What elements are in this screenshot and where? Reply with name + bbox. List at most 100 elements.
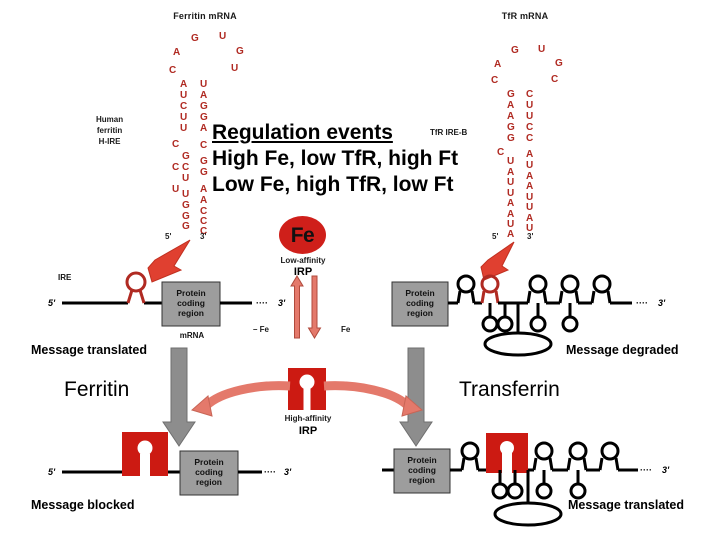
nt-tfr-left-3: G (507, 122, 515, 133)
nt-ferritin-left-0: A (180, 79, 188, 90)
nt-ferritin-right-6: G (200, 156, 208, 167)
nt-tfr-left-4: G (507, 133, 515, 144)
nt-ferritin-right-4: A (200, 123, 208, 134)
nt-ferritin-right-11: C (200, 216, 208, 227)
nt-tfr-right-4: C (526, 133, 534, 144)
message-translated-top-left: Message translated (31, 343, 148, 357)
ferritin-5prime-label: 5' (165, 232, 172, 241)
right-process-arrow-down (399, 347, 433, 447)
nt-tfr-left-5: C (497, 147, 505, 158)
nt-ferritin-right-1: A (200, 90, 208, 101)
svg-text:coding: coding (195, 467, 223, 477)
fe-badge: Fe (279, 216, 326, 254)
minus-fe-label: – Fe (253, 325, 270, 334)
nt-tfr-right-8: A (526, 181, 534, 192)
nt-tfr-left-10: A (507, 198, 515, 209)
nt-tfr-left-2: A (507, 111, 515, 122)
low-affinity-irp-line2: IRP (293, 266, 313, 278)
nt-ferritin-left-14: G (182, 221, 190, 232)
nt-tfr-right-7: A (526, 171, 534, 182)
nt-ferritin-right-3: G (200, 112, 208, 123)
nt-ferritin-right-8: A (200, 184, 208, 195)
nt-tfr-left-6: U (507, 156, 515, 167)
nt-tfr-left-13: A (507, 229, 515, 240)
ferritin-mrna-title: Ferritin mRNA (173, 11, 237, 21)
nt-ferritin-loop-right-1: U (231, 63, 239, 74)
svg-text:region: region (178, 308, 204, 318)
nt-ferritin-right-7: G (200, 167, 208, 178)
nt-ferritin-left-11: U (182, 189, 190, 200)
low-affinity-irp-line1: Low-affinity (280, 256, 326, 265)
tfr-3prime-label: 3' (527, 232, 534, 241)
ferritin-mrna-translated-diagram: Protein coding region ···· 3' 5' IRE mRN… (48, 239, 286, 340)
nt-ferritin-left-10: U (172, 184, 180, 195)
svg-text:coding: coding (406, 298, 434, 308)
nt-ferritin-right-12: C (200, 226, 208, 237)
nt-tfr-right-9: U (526, 192, 534, 203)
overlay-heading: Regulation events (212, 121, 393, 144)
svg-text:5': 5' (48, 467, 56, 477)
nt-tfr-left-1: A (507, 100, 515, 111)
nt-tfr-loop-left-1: C (491, 75, 499, 86)
nt-ferritin-left-3: U (180, 112, 188, 123)
svg-text:Protein: Protein (176, 288, 205, 298)
nt-ferritin-loop-right-0: G (236, 46, 244, 57)
plus-fe-label: Fe (341, 325, 351, 334)
nt-ferritin-loop-top-1: U (219, 31, 227, 42)
svg-text:coding: coding (408, 465, 436, 475)
high-affinity-irp-shape (288, 368, 326, 410)
svg-text:3': 3' (662, 465, 670, 475)
svg-text:3': 3' (278, 298, 286, 308)
svg-text:····: ···· (264, 467, 276, 477)
nt-tfr-right-5: A (526, 149, 534, 160)
nt-ferritin-left-2: C (180, 101, 188, 112)
tfr-ire-b-label: TfR IRE-B (430, 128, 468, 137)
svg-text:Protein: Protein (194, 457, 223, 467)
svg-text:Protein: Protein (407, 455, 436, 465)
nt-tfr-left-8: U (507, 177, 515, 188)
fe-exchange-arrows (290, 275, 322, 339)
nt-ferritin-right-5: C (200, 140, 208, 151)
tfr-mrna-translated-diagram: Protein coding region ···· 3' (382, 433, 670, 527)
irp-to-ferritin-curved-arrow (190, 381, 291, 417)
nt-tfr-left-11: A (507, 209, 515, 220)
svg-text:3': 3' (658, 298, 666, 308)
nt-tfr-right-0: C (526, 89, 534, 100)
overlay-text-block: Regulation events High Fe, low TfR, high… (212, 120, 458, 198)
nt-tfr-loop-right-0: G (555, 58, 563, 69)
nt-tfr-loop-top-0: G (511, 45, 519, 56)
nt-tfr-right-10: U (526, 202, 534, 213)
overlay-line-1: High Fe, low TfR, high Ft (212, 147, 459, 170)
nt-ferritin-left-6: G (182, 151, 190, 162)
transferrin-name-label: Transferrin (459, 378, 560, 401)
nt-tfr-right-1: U (526, 100, 534, 111)
message-blocked-bottom-left: Message blocked (31, 498, 135, 512)
high-affinity-irp-line2: IRP (298, 425, 318, 437)
svg-text:····: ···· (256, 298, 268, 308)
tfr-mrna-degraded-diagram: Protein coding region (391, 241, 666, 357)
nt-tfr-right-12: U (526, 223, 534, 234)
nt-ferritin-left-5: C (172, 139, 180, 150)
fe-badge-label: Fe (290, 223, 315, 247)
svg-text:5': 5' (48, 298, 56, 308)
nt-ferritin-right-0: U (200, 79, 208, 90)
irp-to-tfr-curved-arrow (323, 381, 424, 417)
svg-text:coding: coding (177, 298, 205, 308)
nt-tfr-right-3: C (526, 122, 534, 133)
left-process-arrow-down (162, 347, 196, 447)
nt-tfr-right-11: A (526, 213, 534, 224)
nt-tfr-loop-left-0: A (494, 59, 502, 70)
nt-ferritin-left-4: U (180, 123, 188, 134)
nt-ferritin-right-2: G (200, 101, 208, 112)
nt-tfr-left-7: A (507, 167, 515, 178)
message-translated-bottom-right: Message translated (568, 498, 685, 512)
nt-tfr-left-0: G (507, 89, 515, 100)
nt-ferritin-loop-left-1: C (169, 65, 177, 76)
overlay-line-2: Low Fe, high TfR, low Ft (212, 173, 454, 196)
ferritin-3prime-label: 3' (200, 232, 207, 241)
nt-ferritin-left-7: C (172, 162, 180, 173)
nt-ferritin-loop-left-0: A (173, 47, 181, 58)
nt-ferritin-left-8: C (182, 162, 190, 173)
